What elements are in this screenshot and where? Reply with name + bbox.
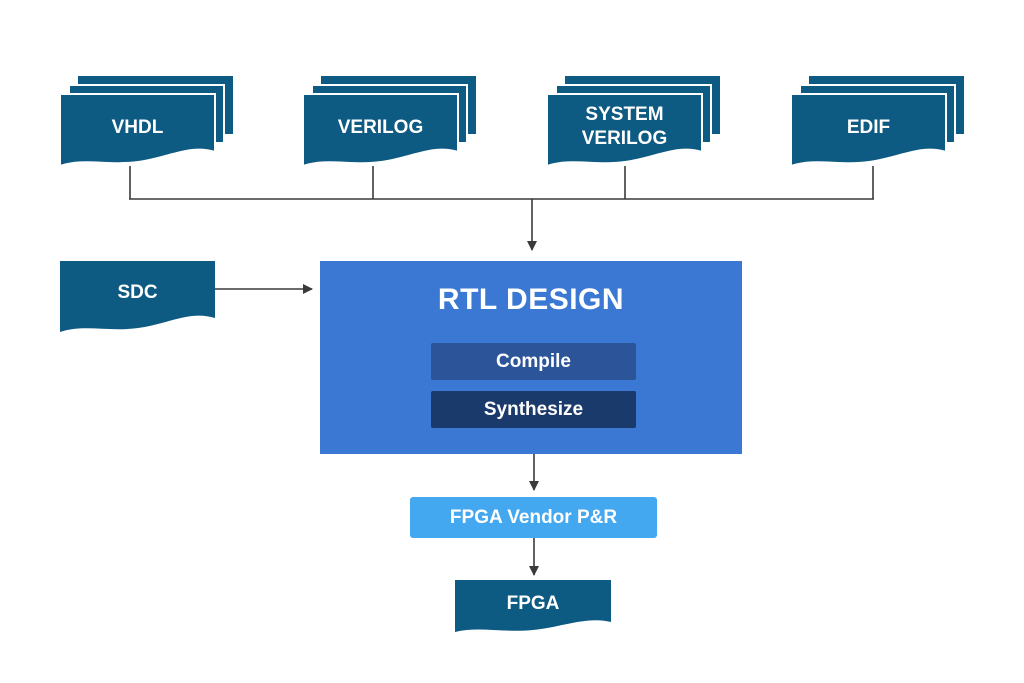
compile-step: Compile	[431, 343, 636, 380]
system-verilog-label: SYSTEM VERILOG	[581, 104, 668, 149]
fpga-document	[455, 580, 611, 632]
system-verilog-document-stack	[546, 76, 720, 168]
fpga-vendor-pr-box: FPGA Vendor P&R	[410, 497, 657, 538]
edif-document-stack	[790, 76, 964, 168]
verilog-label: VERILOG	[337, 117, 424, 138]
vhdl-label: VHDL	[111, 117, 164, 138]
fpga-label: FPGA	[506, 593, 560, 614]
verilog-document-stack	[302, 76, 476, 168]
edif-label: EDIF	[846, 117, 891, 138]
rtl-design-title: RTL DESIGN	[437, 283, 625, 316]
sdc-document	[60, 261, 215, 332]
merge-connector	[129, 166, 874, 200]
sdc-label: SDC	[117, 282, 158, 303]
synthesize-step: Synthesize	[431, 391, 636, 428]
vhdl-document-stack	[59, 76, 233, 168]
